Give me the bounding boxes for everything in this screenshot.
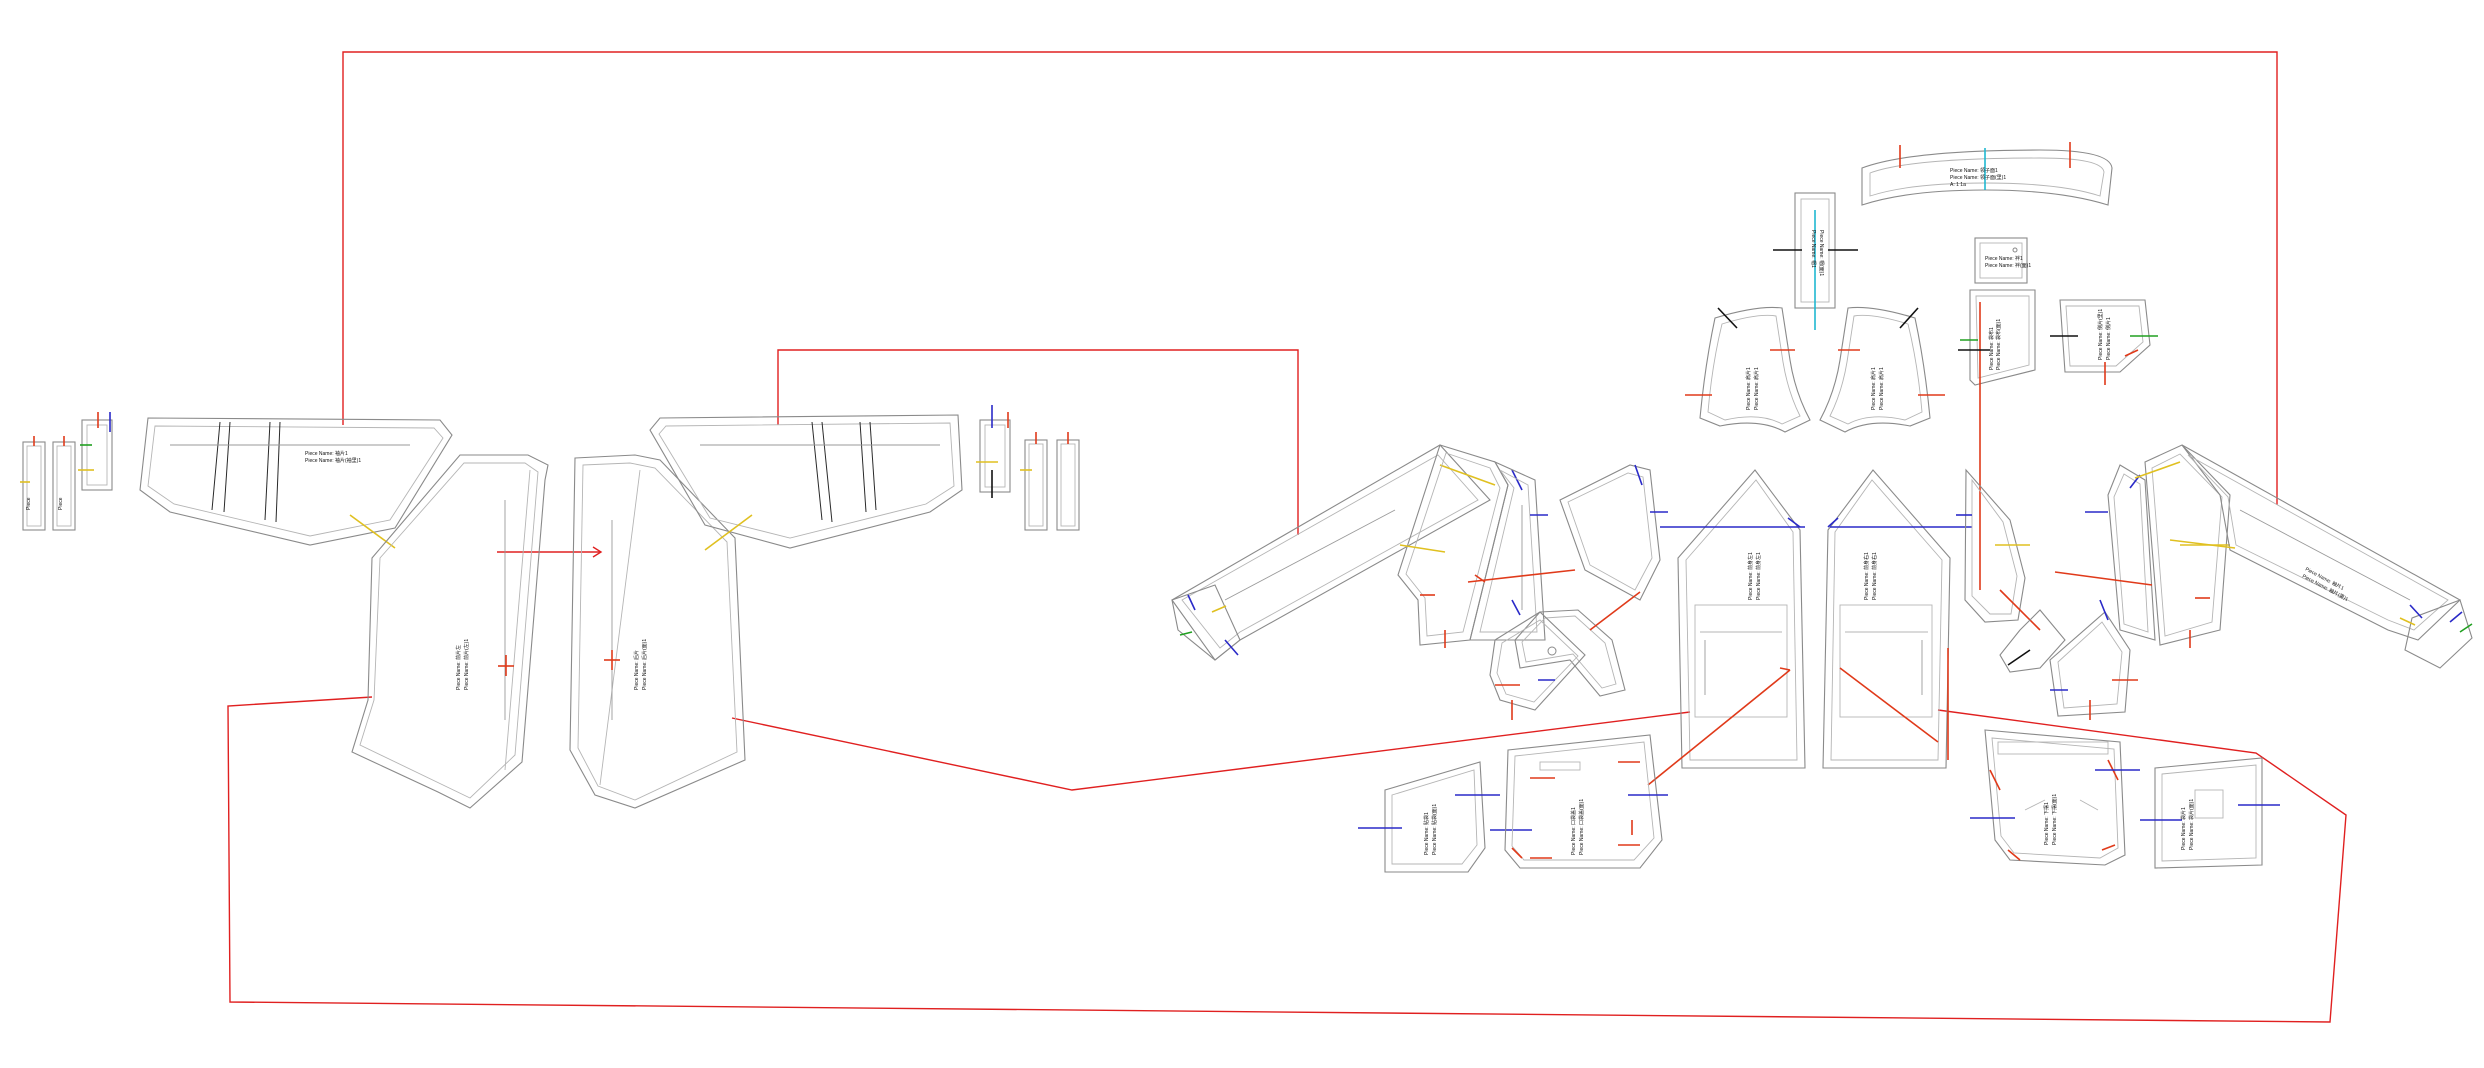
sleeve-left-piece: Piece Name: 袖片1 Piece Name: 袖片(袖里)1 [139, 417, 453, 549]
bottom-a-label-2: Piece Name: 贴袋(面)1 [1431, 804, 1438, 855]
route-bottom-left [227, 696, 2347, 1023]
hood-label-2: Piece Name: 帽(面)1 [1818, 230, 1825, 276]
route-bottom-middle [731, 711, 1691, 791]
sleeve-left-label-2: Piece Name: 袖片(袖里)1 [305, 457, 361, 464]
tab-label-1: Piece Name: 袢1 [1985, 255, 2023, 262]
bottom-c-piece: Piece Name: 下摆1 Piece Name: 下摆(面)1 [1970, 729, 2140, 866]
left-group: Piece Piece Piece Name: 袖片1 [20, 405, 1080, 809]
yoke-left-label-1: Piece Name: 肩片1 [1745, 367, 1752, 410]
yoke-right-label-1: Piece Name: 肩片1 [1870, 367, 1877, 410]
route-arrow [592, 546, 603, 558]
front-left-piece: Piece Name: 前片左 Piece Name: 前片(左)1 [351, 454, 549, 809]
yoke-left-piece: Piece Name: 肩片1 Piece Name: 肩片1 [1685, 306, 1811, 433]
strip-piece-1: Piece [20, 436, 46, 531]
sleeve-cuff-left [1171, 584, 1241, 661]
svg-text:Piece: Piece [58, 497, 64, 510]
bottom-a-piece: Piece Name: 贴袋1 Piece Name: 贴袋(面)1 [1358, 761, 1532, 873]
yoke-right-piece: Piece Name: 肩片1 Piece Name: 肩片1 [1819, 306, 1945, 433]
tab-label-2: Piece Name: 袢(面)1 [1985, 262, 2031, 269]
front-pocket-b [1839, 604, 1933, 718]
bottom-d-piece: Piece Name: 袋片1 Piece Name: 袋片(面)1 [2140, 757, 2280, 869]
panel-i-piece [2054, 464, 2156, 641]
front-right-a-label-2: Piece Name: 前身左1 [1755, 552, 1762, 600]
side-right-label-2: Piece Name: 侧片1 [2105, 317, 2112, 360]
bottom-a-label-1: Piece Name: 贴袋1 [1423, 812, 1430, 855]
bottom-c-label-2: Piece Name: 下摆(面)1 [2051, 794, 2058, 845]
panel-e-piece [1489, 611, 1586, 720]
front-left-label-2: Piece Name: 前片(左)1 [463, 639, 470, 690]
panel-f-piece [1956, 468, 2041, 631]
front-right-b-label-1: Piece Name: 前身右1 [1863, 552, 1870, 600]
top-band-label-2: Piece Name: 领子面(里)1 [1950, 174, 2006, 181]
strip-piece-2: Piece [52, 436, 76, 531]
bottom-b-label-2: Piece Name: 口袋盖(面)1 [1578, 799, 1585, 855]
svg-text:Piece: Piece [26, 497, 32, 510]
panel-c-piece [1559, 464, 1668, 601]
sleeve-right-a-piece [1171, 444, 1496, 661]
yoke-right-label-2: Piece Name: 肩片1 [1878, 367, 1885, 410]
front-pocket-a [1694, 604, 1788, 718]
panel-d-piece [1514, 591, 1641, 697]
panel-j-piece [2129, 444, 2231, 648]
small-pocket-label-2: Piece Name: 袋布(面)1 [1995, 319, 2002, 370]
right-group: Piece Name: 领子面1 Piece Name: 领子面(里)1 A: … [1171, 142, 2473, 873]
link-line-2 [1474, 574, 1486, 583]
panel-a-piece [1397, 444, 1523, 648]
small-pocket-label-1: Piece Name: 袋布1 [1988, 327, 1995, 370]
side-right-piece: Piece Name: 侧片(里)1 Piece Name: 侧片1 [2050, 299, 2158, 385]
small-pocket-piece: Piece Name: 袋布1 Piece Name: 袋布(面)1 [1958, 289, 2036, 590]
sleeve-left-label-1: Piece Name: 袖片1 [305, 450, 348, 457]
bottom-d-label-2: Piece Name: 袋片(面)1 [2188, 799, 2195, 850]
route-lines [227, 51, 2347, 1023]
yoke-left-label-2: Piece Name: 肩片1 [1753, 367, 1760, 410]
side-right-label-1: Piece Name: 侧片(里)1 [2097, 309, 2104, 360]
top-band-piece: Piece Name: 领子面1 Piece Name: 领子面(里)1 A: … [1861, 142, 2113, 206]
bottom-d-label-1: Piece Name: 袋片1 [2180, 807, 2187, 850]
bottom-c-label-1: Piece Name: 下摆1 [2043, 802, 2050, 845]
bottom-b-piece: Piece Name: 口袋盖1 Piece Name: 口袋盖(面)1 [1504, 734, 1668, 869]
route-middle [777, 349, 1299, 535]
top-band-label-3: A: 1 1a [1950, 182, 1966, 188]
route-top [342, 51, 2278, 505]
panel-b-piece [1469, 460, 1548, 641]
strip-piece-3 [78, 412, 113, 491]
back-left-label-1: Piece Name: 后片 [633, 650, 640, 690]
link-line-1 [1467, 569, 1576, 583]
front-left-label-1: Piece Name: 前片左 [455, 645, 462, 690]
hood-label-1: Piece Name: 帽1 [1810, 230, 1817, 268]
strip-piece-6 [1056, 432, 1080, 531]
tab-piece: Piece Name: 袢1 Piece Name: 袢(面)1 [1974, 237, 2031, 284]
strip-piece-5 [1020, 432, 1048, 531]
back-left-label-2: Piece Name: 后片(面)1 [641, 639, 648, 690]
front-right-b-label-2: Piece Name: 前身右1 [1871, 552, 1878, 600]
sleeve-right-piece: Piece Name: 袖片1 Piece Name: 袖片(里)1 [2169, 444, 2473, 669]
hood-strip-piece: Piece Name: 帽1 Piece Name: 帽(面)1 [1773, 192, 1858, 330]
top-band-label-1: Piece Name: 领子面1 [1950, 167, 1998, 174]
sleeve-cuff-right [2399, 599, 2473, 669]
back-left-piece: Piece Name: 后片 Piece Name: 后片(面)1 [569, 454, 746, 809]
sleeve-left-mirror-piece [649, 414, 963, 551]
panel-g-piece [1999, 609, 2066, 673]
front-right-a-piece: Piece Name: 前身左1 Piece Name: 前身左1 [1647, 469, 1806, 786]
front-right-b-piece: Piece Name: 前身右1 Piece Name: 前身右1 [1822, 469, 1972, 769]
strip-piece-4 [976, 405, 1011, 498]
panel-h-piece [2049, 599, 2138, 720]
front-right-a-label-1: Piece Name: 前身左1 [1747, 552, 1754, 600]
bottom-b-label-1: Piece Name: 口袋盖1 [1570, 807, 1577, 855]
